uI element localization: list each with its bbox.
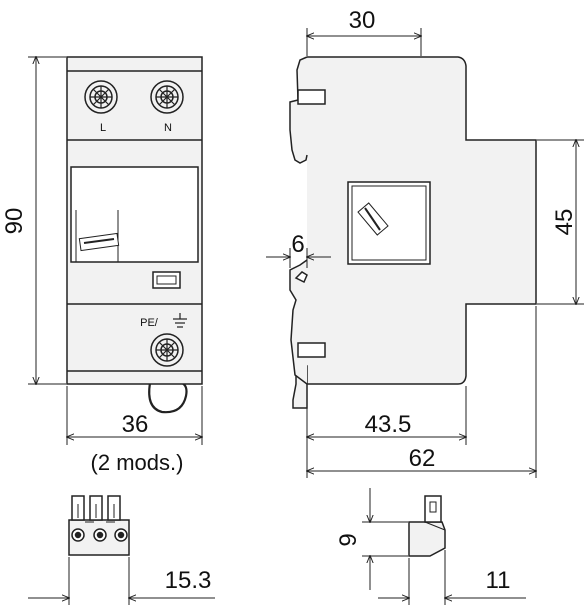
terminal-screw-n xyxy=(150,80,184,114)
terminal-label-n: N xyxy=(164,122,172,134)
side-dimensions xyxy=(266,28,584,478)
dimension-depth-43-5: 43.5 xyxy=(365,411,412,438)
dimension-plug-width-15-3: 15.3 xyxy=(165,567,212,594)
front-view xyxy=(66,56,203,414)
modules-note: (2 mods.) xyxy=(91,450,184,475)
dimension-depth-62: 62 xyxy=(409,445,436,472)
earth-ground-icon xyxy=(173,313,187,328)
rail-clip xyxy=(148,382,188,414)
terminal-screw-pe xyxy=(150,333,184,367)
dimension-plug-depth-11: 11 xyxy=(486,567,511,594)
plug-front-view xyxy=(68,495,130,556)
side-latch-top xyxy=(297,89,326,105)
dimension-rail-6: 6 xyxy=(291,231,304,258)
dimension-depth-30: 30 xyxy=(349,7,376,34)
terminal-label-pe: PE/ xyxy=(140,317,159,329)
plug-side-dimensions xyxy=(362,488,526,605)
side-latch-bottom xyxy=(297,342,326,358)
dimension-width-36: 36 xyxy=(122,411,149,438)
front-dimensions xyxy=(28,57,202,445)
terminal-screw-l xyxy=(84,80,118,114)
side-view xyxy=(289,56,537,409)
terminal-label-l: L xyxy=(100,122,106,134)
dimension-height-45: 45 xyxy=(551,209,578,236)
plug-side-view xyxy=(408,495,446,557)
dimension-height-90: 90 xyxy=(1,208,28,235)
plug-front-dimensions xyxy=(28,557,215,605)
dimension-plug-height-9: 9 xyxy=(335,533,362,546)
